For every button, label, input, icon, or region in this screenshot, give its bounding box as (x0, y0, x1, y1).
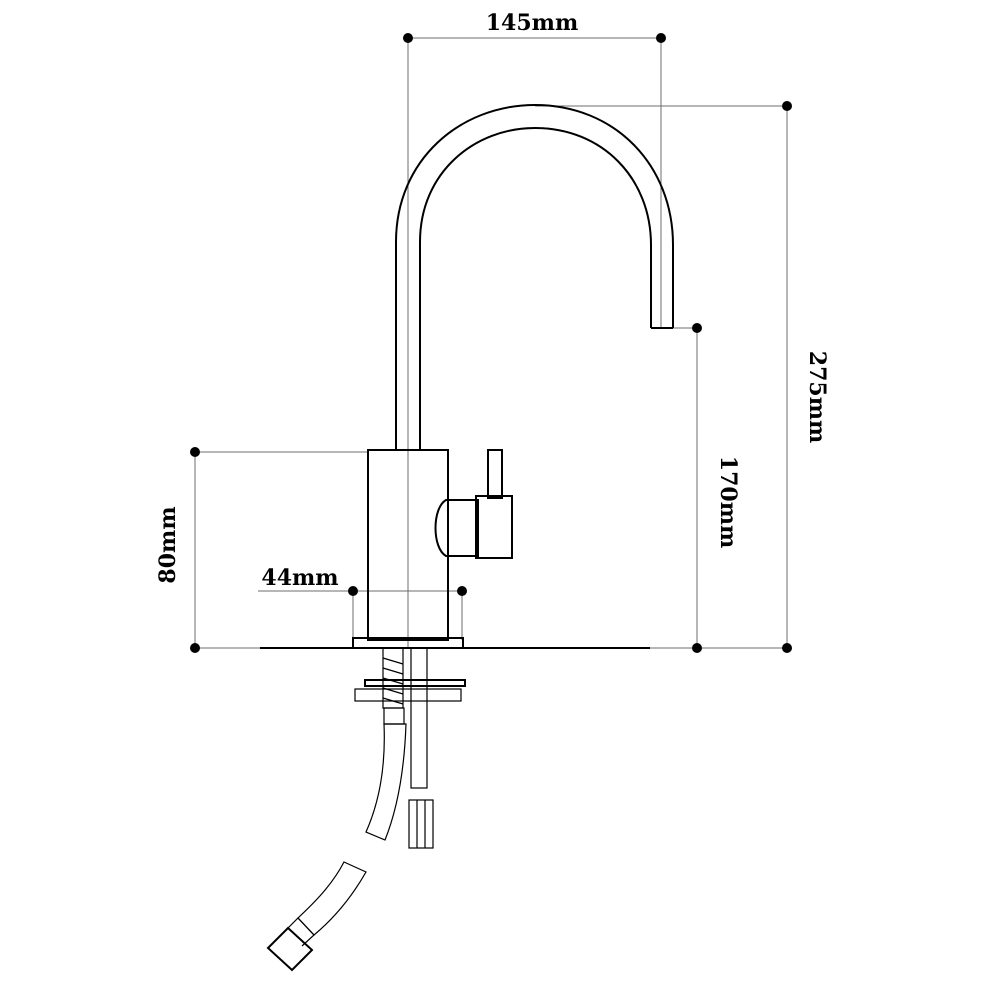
total-height-label: 275mm (804, 351, 830, 443)
outlet-tube (410, 647, 428, 789)
faucet-body (367, 449, 449, 641)
spout-outer (395, 103, 674, 450)
spout-reach-label: 145mm (486, 10, 578, 36)
handle-block (475, 495, 513, 559)
faucet (260, 103, 674, 972)
handle-hub (434, 499, 479, 557)
mounting-plate (354, 688, 462, 702)
hose-nut (266, 926, 314, 972)
braided-hose-upper (365, 723, 407, 841)
dimension-lines (194, 37, 788, 649)
spout-inner (419, 126, 652, 450)
spout-height-label: 170mm (715, 456, 741, 548)
base-diameter-label: 44mm (261, 565, 338, 591)
braided-hose-lower (297, 861, 367, 936)
dimension-dots (190, 33, 792, 653)
mounting-washer (364, 679, 466, 687)
handle-lever (487, 449, 503, 499)
tube-connector (408, 799, 434, 849)
hose-fitting-top (383, 707, 405, 725)
body-height-label: 80mm (155, 506, 181, 583)
